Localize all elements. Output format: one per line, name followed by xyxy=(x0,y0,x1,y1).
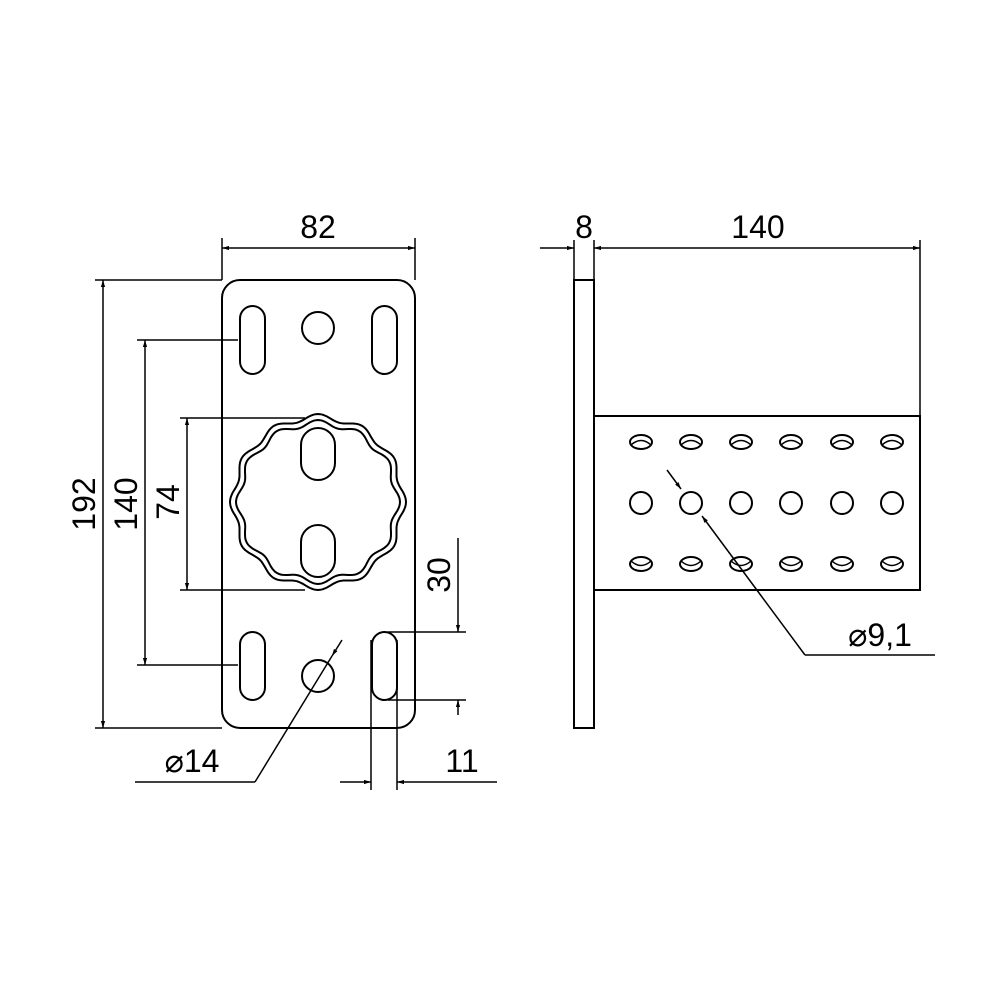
tube-hole xyxy=(729,556,753,572)
dim-140-slots: 140 xyxy=(108,477,144,530)
tube-hole-edge xyxy=(730,439,752,446)
tube-hole xyxy=(779,434,803,450)
tube-hole-edge xyxy=(881,439,903,446)
tube-holes xyxy=(629,434,904,572)
tube-hole-edge xyxy=(680,439,702,446)
tube-hole-edge xyxy=(831,560,853,567)
tube-hole-edge xyxy=(630,439,652,446)
dim-74: 74 xyxy=(150,484,186,520)
tube-hole xyxy=(679,491,703,515)
tube xyxy=(593,415,921,591)
slot-bottom-right xyxy=(371,631,398,701)
tube-hole-edge xyxy=(780,439,802,446)
tube-hole-edge xyxy=(780,560,802,567)
tube-hole xyxy=(779,491,803,515)
dim-thickness-8: 8 xyxy=(575,209,593,245)
tube-hole xyxy=(880,556,904,572)
tube-hole xyxy=(629,556,653,572)
dim-height-192: 192 xyxy=(66,477,102,530)
dim-30: 30 xyxy=(421,557,457,593)
tube-hole xyxy=(880,491,904,515)
tube-hole xyxy=(830,434,854,450)
dim-hole-9-1: ⌀9,1 xyxy=(848,617,912,653)
star-profile xyxy=(228,412,408,592)
star-slot-bottom xyxy=(300,524,336,578)
tube-hole-edge xyxy=(730,560,752,567)
tube-hole xyxy=(679,556,703,572)
tube-hole xyxy=(779,556,803,572)
tube-hole xyxy=(830,491,854,515)
tube-hole xyxy=(830,556,854,572)
tube-hole xyxy=(729,434,753,450)
dim-hole-14: ⌀14 xyxy=(165,743,220,779)
tube-hole-edge xyxy=(881,560,903,567)
slot-top-left xyxy=(239,305,266,375)
tube-hole xyxy=(679,434,703,450)
tube-hole-edge xyxy=(831,439,853,446)
side-plate xyxy=(573,279,595,729)
tube-hole xyxy=(629,491,653,515)
dim-length-140: 140 xyxy=(731,209,784,245)
star-slot-top xyxy=(300,427,336,481)
tube-hole-edge xyxy=(630,560,652,567)
side-view xyxy=(573,240,921,729)
slot-bottom-left xyxy=(239,631,266,701)
tube-hole xyxy=(880,434,904,450)
tube-hole xyxy=(729,491,753,515)
hole-bottom xyxy=(301,659,335,693)
tube-hole-edge xyxy=(680,560,702,567)
side-dimensions: 8 140 ⌀9,1 xyxy=(540,209,935,656)
front-view xyxy=(221,279,416,729)
dim-11: 11 xyxy=(445,743,478,779)
star-profile-inner xyxy=(234,418,402,586)
base-plate xyxy=(221,279,416,729)
tube-hole xyxy=(629,434,653,450)
dim-width-82: 82 xyxy=(300,209,336,245)
slot-top-right xyxy=(371,305,398,375)
hole-top xyxy=(301,311,335,345)
front-dimensions: 82 192 140 74 30 11 ⌀14 xyxy=(66,209,497,790)
